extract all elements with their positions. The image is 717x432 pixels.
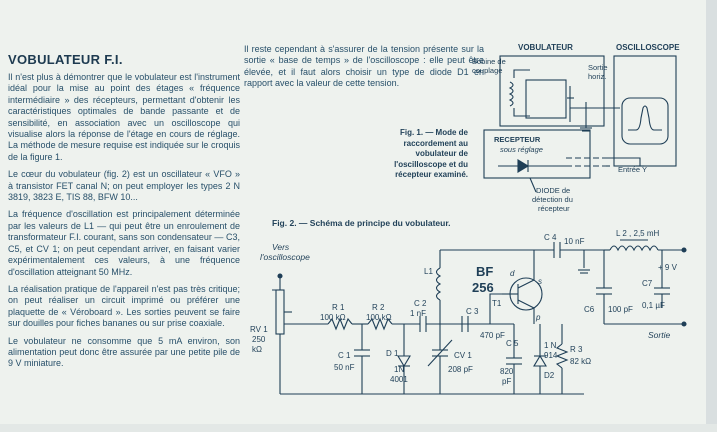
fig2-label-oscilloscope: l'oscilloscope <box>260 252 310 262</box>
fig2-label-d2-a: 1 N <box>544 341 557 350</box>
fig2-label-c6: C6 <box>584 305 595 314</box>
fig2-label-l1: L1 <box>424 267 433 276</box>
fig2-label-d2: D2 <box>544 371 555 380</box>
fig2-label-plus9v: + 9 V <box>658 263 678 272</box>
page-bottom-edge <box>0 424 717 432</box>
fig1-label-entree-y: Entrée Y <box>618 165 647 174</box>
fig1-label-couplage: couplage <box>472 66 502 75</box>
fig1-label-sous-reglage: sous réglage <box>500 145 543 154</box>
fig2-label-c4-value: 10 nF <box>564 237 585 246</box>
fig2-label-c3-value: 470 pF <box>480 331 505 340</box>
article-title: VOBULATEUR F.I. <box>8 52 123 67</box>
fig1-label-recepteur-small: récepteur <box>538 204 570 213</box>
fig2-label-s: s <box>538 277 542 286</box>
fig2-label-d: d <box>510 269 515 278</box>
fig2-label-r1-value: 100 kΩ <box>320 313 346 322</box>
paragraph-intro: Il n'est plus à démontrer que le vobulat… <box>8 72 240 162</box>
fig2-label-cv1: CV 1 <box>454 351 472 360</box>
fig2-label-c1: C 1 <box>338 351 351 360</box>
fig2-label-r2: R 2 <box>372 303 385 312</box>
fig2-label-vers: Vers <box>272 242 290 252</box>
fig2-label-c5: C 5 <box>506 339 519 348</box>
fig2-label-d1: D 1 <box>386 349 399 358</box>
fig2-label-p: p <box>535 313 541 322</box>
figure2-schematic: Vers l'oscilloscope R 1 100 kΩ R 2 100 k… <box>250 229 687 395</box>
fig2-label-r1: R 1 <box>332 303 345 312</box>
fig2-label-c7: C7 <box>642 279 653 288</box>
page-edge-shadow <box>706 0 717 432</box>
paragraph-diode-note: Il reste cependant à s'assurer de la ten… <box>244 44 484 89</box>
fig2-label-c1-value: 50 nF <box>334 363 355 372</box>
paragraph-frequency: La fréquence d'oscillation est principal… <box>8 209 240 277</box>
paragraph-construction: La réalisation pratique de l'appareil n'… <box>8 283 240 329</box>
fig2-label-c7-value: 0,1 µF <box>642 301 665 310</box>
figure1-diagram: VOBULATEUR OSCILLOSCOPE Bobine de coupla… <box>472 43 680 213</box>
fig2-label-cv1-value: 208 pF <box>448 365 473 374</box>
fig2-label-bf256: 256 <box>472 280 494 295</box>
fig2-label-c5-a: 820 <box>500 367 514 376</box>
fig1-label-horiz: horiz. <box>588 72 606 81</box>
fig2-label-bf: BF <box>476 264 493 279</box>
fig2-label-rv1-unit: kΩ <box>252 345 262 354</box>
fig1-label-diode: DIODE de <box>536 186 570 195</box>
fig1-label-oscilloscope: OSCILLOSCOPE <box>616 43 680 52</box>
paragraph-vfo: Le cœur du vobulateur (fig. 2) est un os… <box>8 169 240 203</box>
fig1-label-detection: détection du <box>532 195 573 204</box>
fig2-label-d2-b: 914 <box>544 351 558 360</box>
figure1-caption: Fig. 1. — Mode de raccordement au vobula… <box>394 128 468 179</box>
fig2-label-rv1-value: 250 <box>252 335 266 344</box>
fig2-label-c2-value: 1 nF <box>410 309 426 318</box>
article-column-right: Il reste cependant à s'assurer de la ten… <box>244 44 484 90</box>
article-column-left: Il n'est plus à démontrer que le vobulat… <box>8 72 240 376</box>
fig2-label-r3-value: 82 kΩ <box>570 357 591 366</box>
figure2-caption: Fig. 2. — Schéma de principe du vobulate… <box>272 218 451 228</box>
fig2-label-rv1: RV 1 <box>250 325 268 334</box>
fig2-label-c6-value: 100 pF <box>608 305 633 314</box>
fig2-label-r3: R 3 <box>570 345 583 354</box>
fig2-label-c3: C 3 <box>466 307 479 316</box>
fig1-label-vobulateur: VOBULATEUR <box>518 43 573 52</box>
fig2-label-d1-b: 4001 <box>390 375 408 384</box>
fig2-label-c2: C 2 <box>414 299 427 308</box>
fig2-label-sortie: Sortie <box>648 330 670 340</box>
fig2-label-r2-value: 100 kΩ <box>366 313 392 322</box>
fig2-label-d1-a: 1N <box>394 365 404 374</box>
fig2-label-t1: T1 <box>492 299 502 308</box>
fig2-label-c4: C 4 <box>544 233 557 242</box>
fig2-label-l2: L 2 , 2,5 mH <box>616 229 660 238</box>
fig1-label-bobine: Bobine de <box>472 57 506 66</box>
fig2-label-c5-b: pF <box>502 377 511 386</box>
fig1-label-recepteur: RECEPTEUR <box>494 135 541 144</box>
paragraph-power: Le vobulateur ne consomme que 5 mA envir… <box>8 335 240 369</box>
fig1-label-sortie: Sortie <box>588 63 608 72</box>
